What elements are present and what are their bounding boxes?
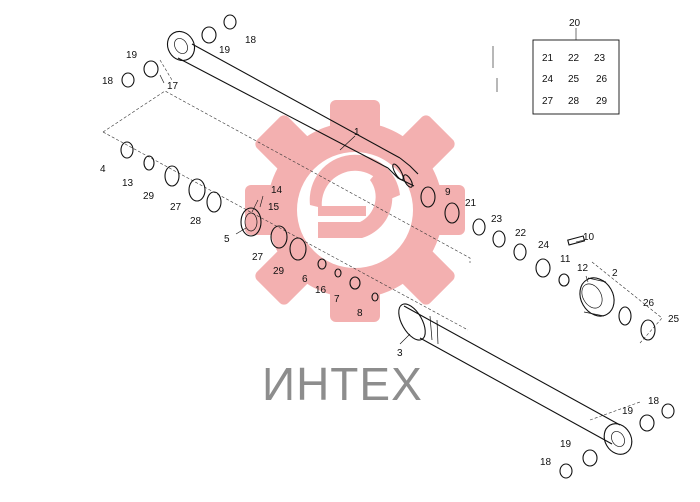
callout-29a: 29 xyxy=(143,191,155,202)
callout-15: 15 xyxy=(268,202,280,213)
kit-cell: 21 xyxy=(542,53,554,64)
callout-21: 21 xyxy=(465,198,477,209)
seal-rings xyxy=(120,141,379,302)
callout-25: 25 xyxy=(668,314,680,325)
callout-17: 17 xyxy=(167,81,179,92)
callout-29b: 29 xyxy=(273,266,285,277)
gland-rings xyxy=(420,186,586,287)
callout-18d: 18 xyxy=(540,457,552,468)
marker-lines xyxy=(492,46,498,92)
piston-rod xyxy=(166,30,419,188)
callout-18b: 18 xyxy=(102,76,114,87)
callout-19d: 19 xyxy=(560,439,572,450)
kit-cell: 24 xyxy=(542,74,554,85)
callout-14: 14 xyxy=(271,185,283,196)
kit-cell: 26 xyxy=(596,74,608,85)
callout-27b: 27 xyxy=(252,252,264,263)
brand-text: ИНТЕХ xyxy=(262,358,423,410)
callout-4: 4 xyxy=(100,164,106,175)
callout-6: 6 xyxy=(302,274,308,285)
callout-3: 3 xyxy=(397,348,403,359)
callout-19a: 19 xyxy=(219,45,231,56)
callout-11: 11 xyxy=(560,254,571,265)
callouts: 1 2 3 4 5 6 7 8 9 10 11 12 13 14 15 16 1… xyxy=(100,35,680,468)
callout-24: 24 xyxy=(538,240,550,251)
lower-pin-parts xyxy=(559,403,675,479)
kit-cell: 29 xyxy=(596,96,608,107)
callout-7: 7 xyxy=(334,294,340,305)
callout-16: 16 xyxy=(315,285,327,296)
kit-cell: 25 xyxy=(568,74,580,85)
callout-23: 23 xyxy=(491,214,503,225)
callout-1: 1 xyxy=(354,127,360,138)
kit-cell: 28 xyxy=(568,96,580,107)
callout-12: 12 xyxy=(577,263,589,274)
callout-28: 28 xyxy=(190,216,202,227)
kit-cell: 22 xyxy=(568,53,580,64)
callout-19b: 19 xyxy=(126,50,138,61)
callout-26: 26 xyxy=(643,298,655,309)
repair-kit-box: 20 21 22 23 24 25 26 27 28 29 xyxy=(532,18,620,115)
cylinder-barrel xyxy=(398,303,633,455)
kit-title: 20 xyxy=(569,18,581,29)
callout-8: 8 xyxy=(357,308,363,319)
callout-19c: 19 xyxy=(622,406,634,417)
callout-13: 13 xyxy=(122,178,134,189)
callout-9: 9 xyxy=(445,187,451,198)
upper-pin-parts xyxy=(121,14,237,88)
callout-22: 22 xyxy=(515,228,527,239)
callout-18c: 18 xyxy=(648,396,660,407)
callout-5: 5 xyxy=(224,234,230,245)
gear-logo xyxy=(245,100,465,322)
kit-cell: 23 xyxy=(594,53,606,64)
leader-lines xyxy=(159,74,589,345)
kit-cell: 27 xyxy=(542,96,554,107)
callout-10: 10 xyxy=(583,232,595,243)
callout-27a: 27 xyxy=(170,202,182,213)
callout-2: 2 xyxy=(612,268,618,279)
callout-18a: 18 xyxy=(245,35,257,46)
